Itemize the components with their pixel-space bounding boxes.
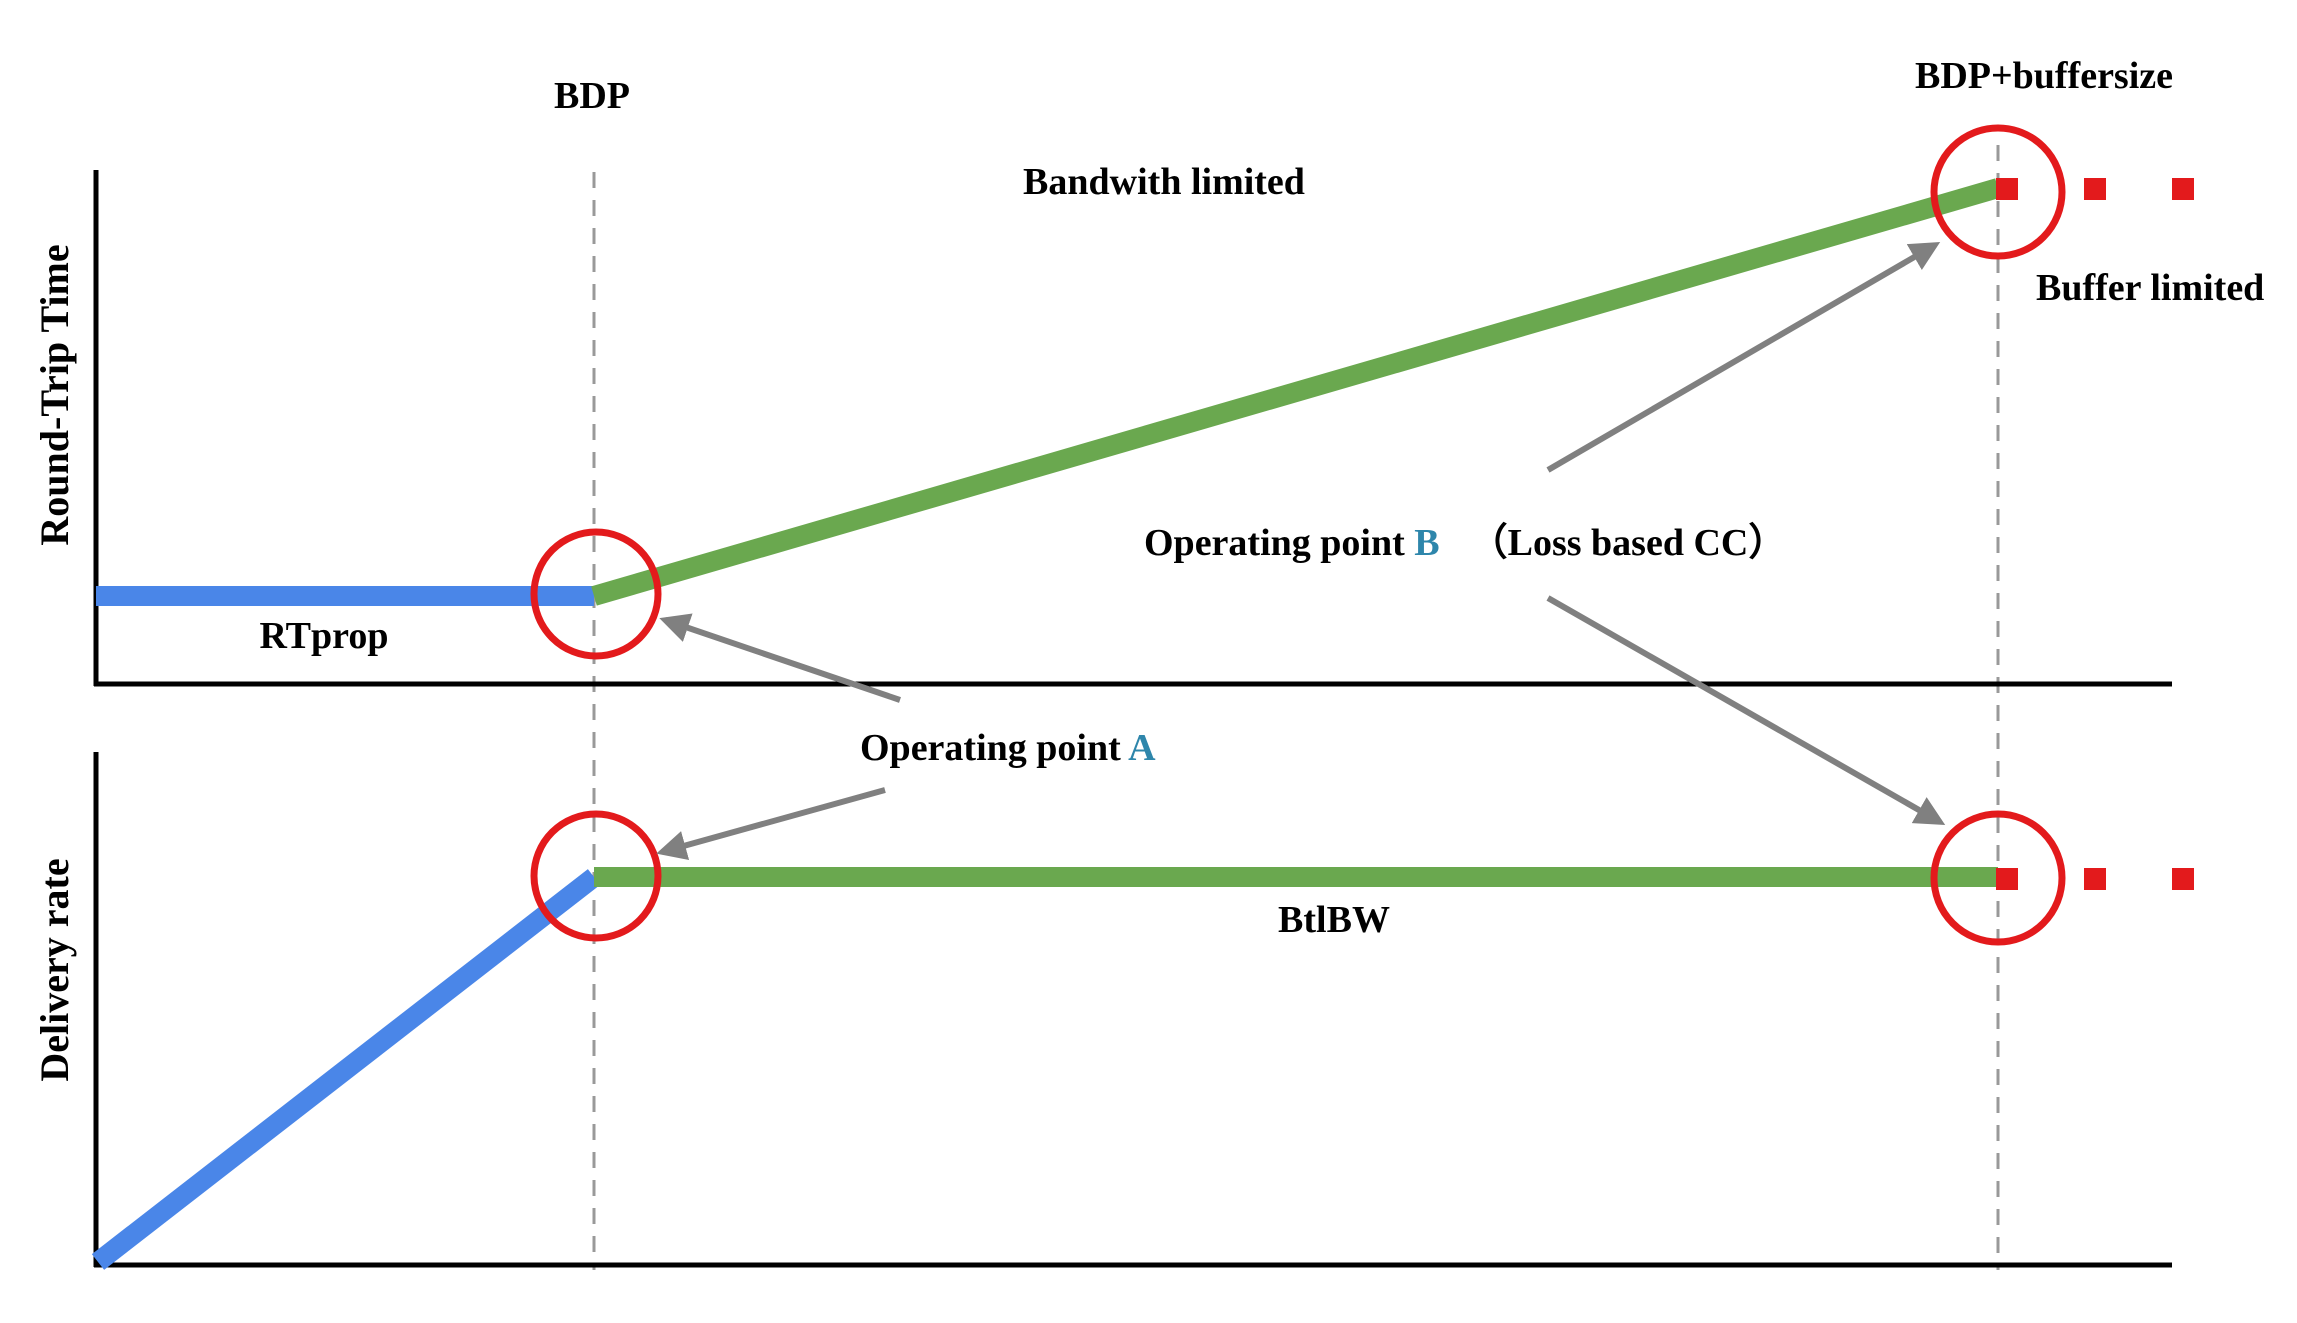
rtt-bandwidth-limited-line bbox=[591, 178, 2001, 606]
operating-point-a-prefix: Operating point bbox=[860, 727, 1128, 769]
operating-point-a-label: Operating point A bbox=[860, 727, 1156, 769]
delivery-rate-ramp-line bbox=[91, 869, 601, 1270]
btlbw-label: BtlBW bbox=[1278, 899, 1390, 941]
rtt-buffer-limited-dots bbox=[1996, 178, 2194, 200]
bdp-buffer-label: BDP+buffersize bbox=[1915, 55, 2173, 97]
bandwidth-limited-label: Bandwith limited bbox=[1023, 161, 1305, 203]
delivery-buffer-limited-dots bbox=[1996, 868, 2194, 890]
y-axis-label-top: Round-Trip Time bbox=[32, 244, 77, 545]
operating-point-b-prefix: Operating point bbox=[1144, 522, 1414, 564]
operating-point-a-letter: A bbox=[1128, 727, 1156, 769]
y-axis-label-bottom: Delivery rate bbox=[32, 858, 77, 1081]
arrow-a-to-bottom bbox=[656, 787, 886, 861]
rtprop-label: RTprop bbox=[260, 615, 389, 657]
arrow-b-to-top bbox=[1546, 241, 1941, 473]
operating-point-b-letter: B bbox=[1414, 522, 1439, 564]
arrow-a-to-top bbox=[659, 613, 901, 703]
operating-point-b-top-circle bbox=[1930, 124, 2066, 260]
arrow-b-to-bottom bbox=[1546, 595, 1946, 825]
operating-point-b-bottom-circle bbox=[1930, 810, 2066, 946]
operating-point-a-top-circle bbox=[530, 528, 662, 660]
bdp-label: BDP bbox=[554, 75, 630, 117]
operating-point-b-label: Operating point B （Loss based CC） bbox=[1144, 522, 1786, 564]
buffer-limited-label: Buffer limited bbox=[2036, 267, 2264, 309]
operating-point-a-bottom-circle bbox=[530, 810, 662, 942]
operating-point-b-suffix: （Loss based CC） bbox=[1470, 522, 1787, 564]
